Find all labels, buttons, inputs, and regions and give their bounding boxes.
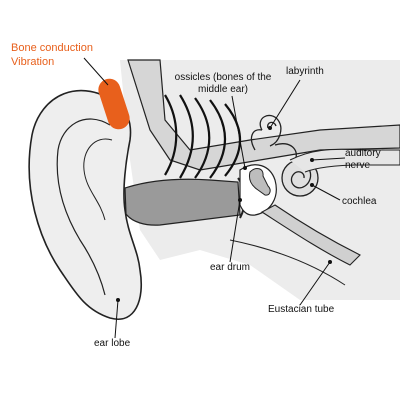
label-ossicles-line2: middle ear)	[197, 84, 249, 95]
pinna-fold	[56, 118, 111, 296]
label-auditory-nerve-line2: nerve	[345, 160, 371, 171]
ossicles-shape	[249, 168, 271, 196]
eustachian-lower	[229, 239, 346, 286]
label-bone-conduction: Bone conduction	[11, 42, 93, 54]
auditory-nerve-shape	[289, 148, 400, 173]
leader-lines	[83, 57, 346, 339]
pinna-inner	[83, 138, 113, 221]
label-ossicles-line1: ossicles (bones of the	[174, 72, 272, 83]
leader-dots	[116, 126, 332, 302]
labyrinth-shape	[250, 114, 297, 161]
label-auditory-nerve-line1: auditory	[345, 148, 381, 159]
label-eustacian-tube: Eustacian tube	[268, 304, 335, 315]
bone-conductor-pad	[98, 78, 130, 130]
ear-canal	[124, 178, 241, 226]
label-labyrinth: labyrinth	[286, 66, 324, 77]
outer-ear	[28, 89, 142, 320]
eustachian-tube-shape	[260, 204, 361, 266]
label-vibration: Vibration	[11, 56, 55, 68]
label-ear-drum: ear drum	[210, 262, 251, 273]
skull-band	[127, 59, 400, 171]
label-ear-lobe: ear lobe	[94, 338, 131, 349]
label-cochlea: cochlea	[342, 196, 377, 207]
